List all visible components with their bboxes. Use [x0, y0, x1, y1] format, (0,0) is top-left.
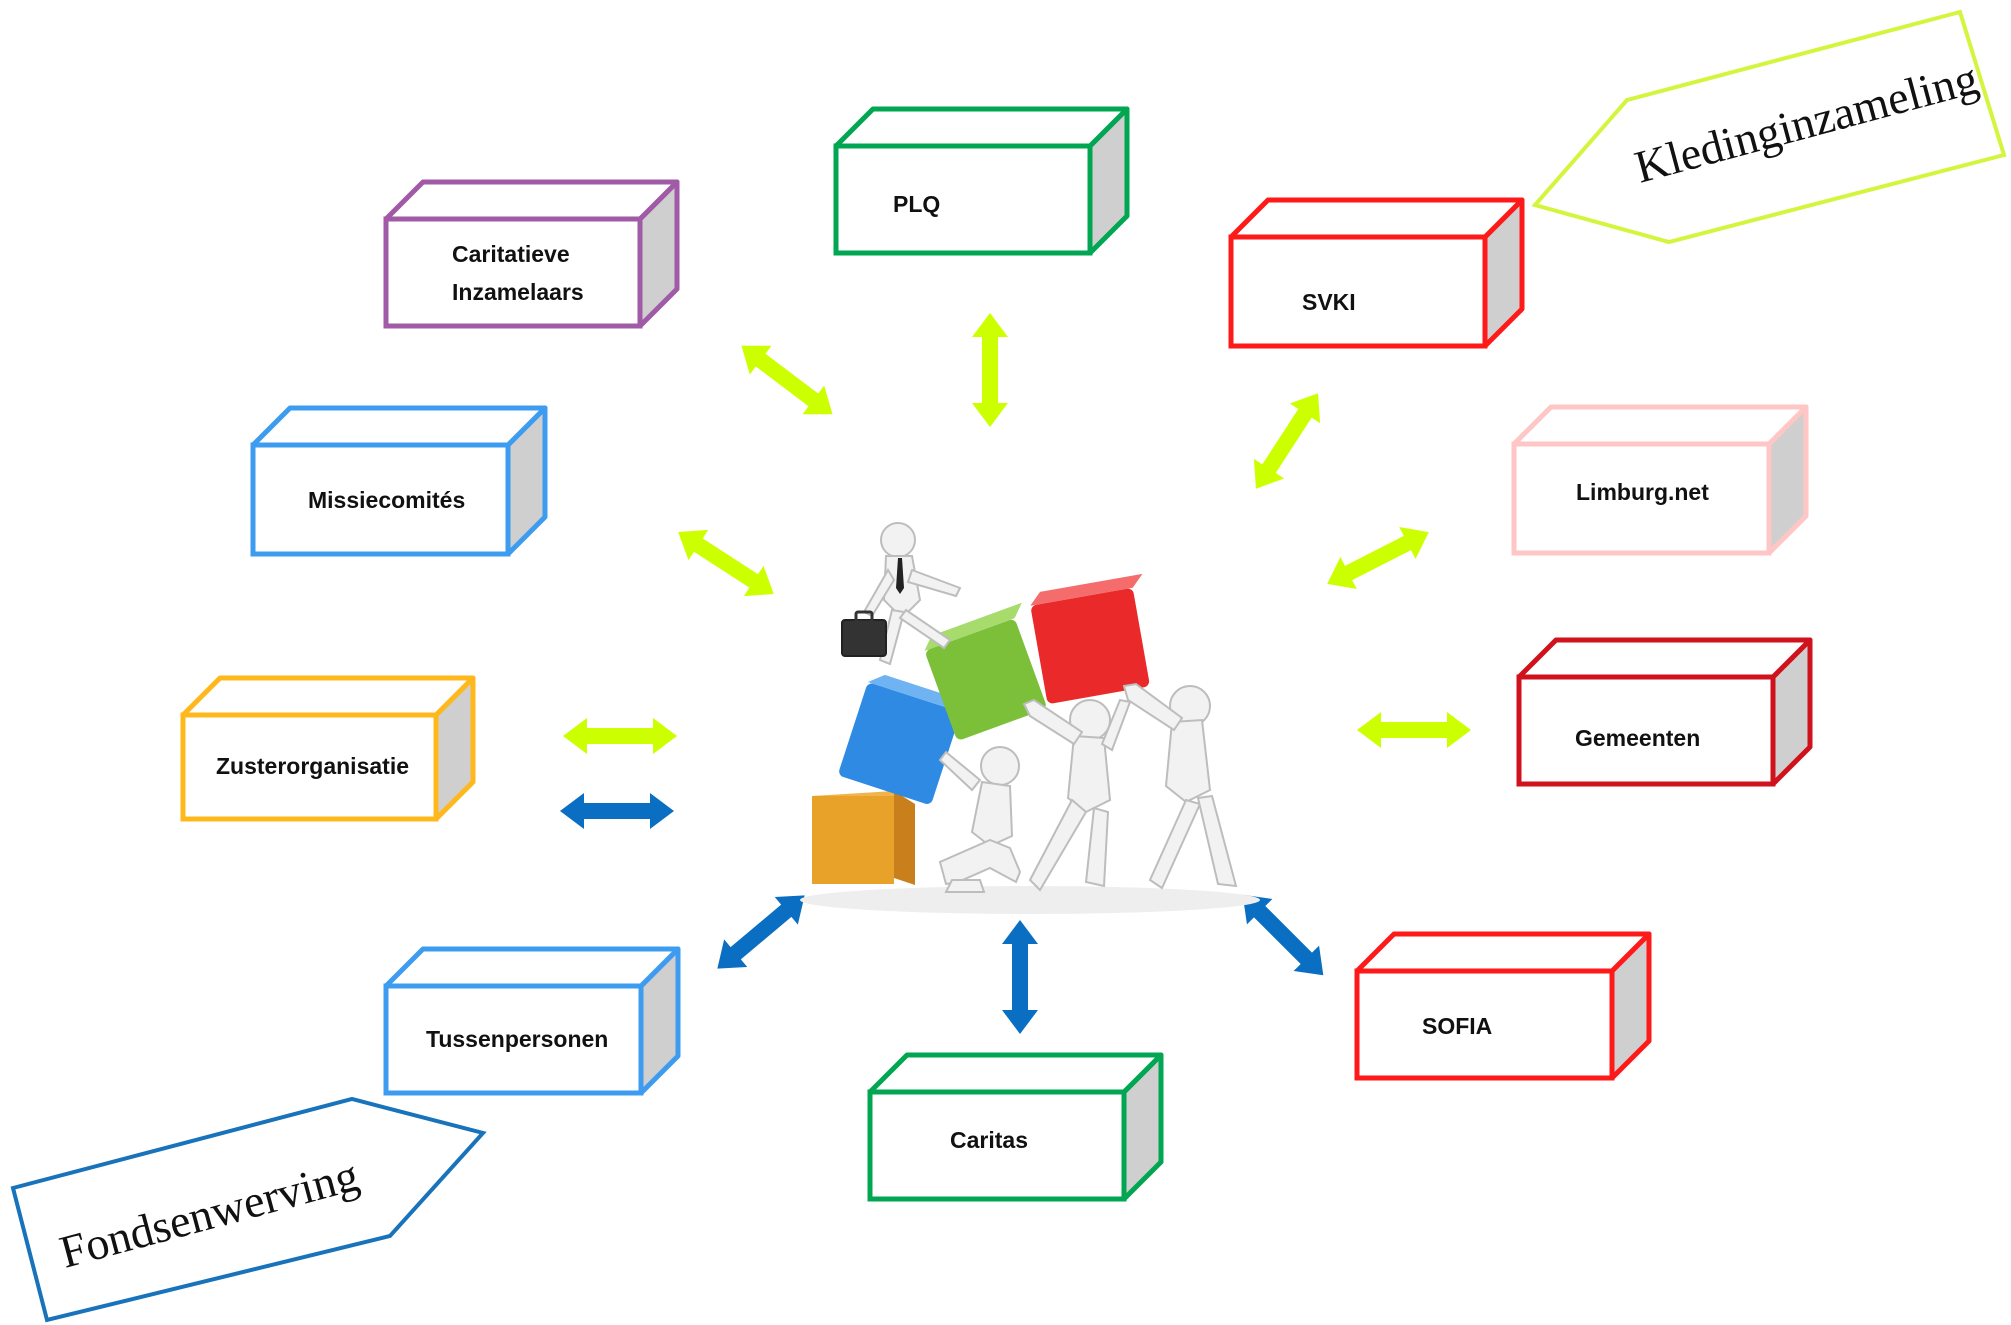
arrow-gemeenten: [1357, 712, 1471, 748]
arrow-missiecomites: [678, 529, 774, 597]
double-arrow-icon: [1242, 894, 1324, 976]
box-label: Gemeenten: [1575, 725, 1700, 751]
figures-icon: [841, 522, 1238, 893]
box-front: [867, 1089, 1127, 1202]
box-front: [180, 712, 439, 822]
arrow-sofia: [1242, 894, 1324, 976]
box-top: [180, 675, 476, 718]
tag-fondsenwerving: Fondsenwerving: [10, 1096, 487, 1323]
box-front: [1354, 968, 1615, 1081]
box-label: Tussenpersonen: [426, 1026, 608, 1052]
box-label: Caritas: [950, 1127, 1028, 1153]
box-front: [1511, 441, 1772, 556]
arrow-zusterorganisatie-fondsen: [560, 793, 674, 829]
tag-kledinginzameling-shape: [1531, 9, 2007, 245]
tag-fondsenwerving-shape: [10, 1096, 487, 1323]
double-arrow-icon: [717, 895, 805, 969]
box-top: [1228, 197, 1525, 240]
box-front: [1516, 674, 1776, 787]
box-plq: PLQ: [833, 106, 1130, 256]
box-svki: SVKI: [1228, 197, 1525, 349]
box-missiecomites: Missiecomités: [250, 405, 548, 557]
double-arrow-icon: [1327, 526, 1429, 590]
tag-kledinginzameling: Kledinginzameling: [1531, 9, 2007, 245]
double-arrow-icon: [741, 345, 833, 415]
arrow-limburg: [1327, 526, 1429, 590]
box-top: [383, 179, 680, 222]
teamwork-figures-pushing-cubes-icon: [800, 522, 1260, 914]
box-label: Missiecomités: [308, 487, 465, 513]
red-cube-icon: [1030, 573, 1150, 704]
connector-arrows: [560, 313, 1471, 1034]
box-caritas: Caritas: [867, 1052, 1164, 1202]
double-arrow-icon: [1253, 393, 1321, 489]
box-top: [1354, 931, 1652, 974]
box-label: SVKI: [1302, 289, 1356, 315]
double-arrow-icon: [972, 313, 1008, 427]
box-gemeenten: Gemeenten: [1516, 637, 1813, 787]
double-arrow-icon: [1002, 920, 1038, 1034]
box-top: [1511, 404, 1809, 447]
arrow-caritas: [1002, 920, 1038, 1034]
box-top: [867, 1052, 1164, 1095]
double-arrow-icon: [563, 718, 677, 754]
box-limburg-net: Limburg.net: [1511, 404, 1809, 556]
double-arrow-icon: [678, 529, 774, 597]
box-front: [250, 442, 511, 557]
arrow-tussenpersonen: [717, 895, 805, 969]
box-top: [250, 405, 548, 448]
double-arrow-icon: [1357, 712, 1471, 748]
arrow-plq: [972, 313, 1008, 427]
orange-cube-icon: [812, 791, 915, 885]
box-label: Zusterorganisatie: [216, 753, 409, 779]
arrow-svki: [1253, 393, 1321, 489]
double-arrow-icon: [560, 793, 674, 829]
box-top: [383, 946, 681, 989]
box-zusterorganisatie: Zusterorganisatie: [180, 675, 476, 822]
box-front: [383, 216, 643, 329]
box-sofia: SOFIA: [1354, 931, 1652, 1081]
box-label: Caritatieve: [452, 241, 570, 267]
box-front: [383, 983, 644, 1096]
box-label: PLQ: [893, 191, 940, 217]
box-front: [833, 143, 1093, 256]
arrow-zusterorganisatie-kleding: [563, 718, 677, 754]
box-front: [1228, 234, 1488, 349]
box-label: Limburg.net: [1576, 479, 1709, 505]
box-top: [833, 106, 1130, 149]
box-label: SOFIA: [1422, 1013, 1492, 1039]
box-tussenpersonen: Tussenpersonen: [383, 946, 681, 1096]
arrow-caritatieve: [741, 345, 833, 415]
box-top: [1516, 637, 1813, 680]
box-label: Inzamelaars: [452, 279, 584, 305]
